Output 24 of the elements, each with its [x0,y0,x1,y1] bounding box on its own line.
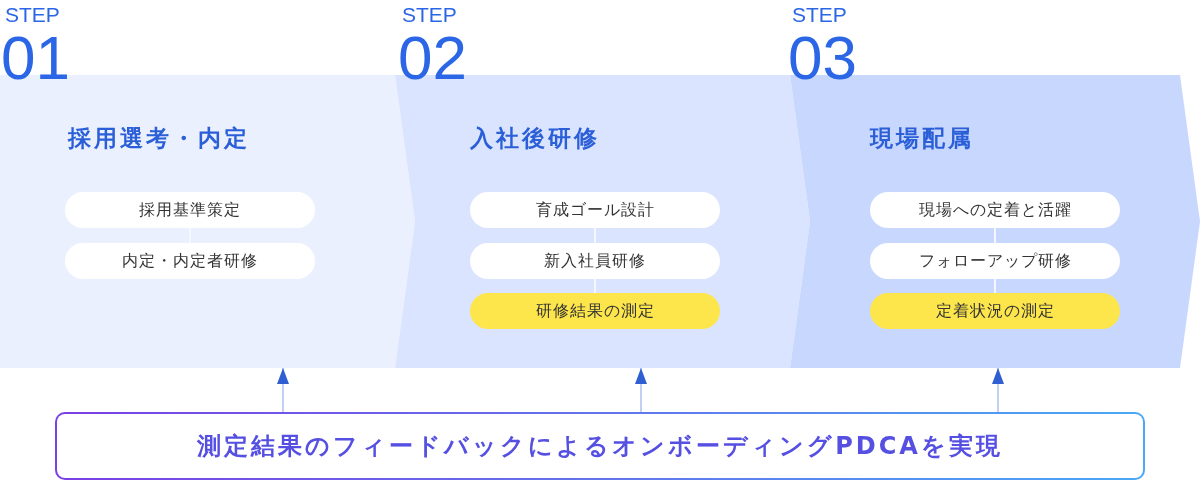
step-item-pill: 新入社員研修 [470,243,720,279]
step-label: STEP [5,4,60,25]
step-item-pill: 採用基準策定 [65,192,315,228]
step-number: 01 [1,27,70,89]
connector-line [994,227,996,244]
step-item-pill: 定着状況の測定 [870,293,1120,329]
step-number: 03 [788,27,857,89]
arrow [635,367,647,413]
step-item-pill: 内定・内定者研修 [65,243,315,279]
arrow [277,367,289,413]
step-heading: 採用選考・内定 [68,124,250,153]
arrow [992,367,1004,413]
step-number: 02 [398,27,467,89]
step-label: STEP [792,4,847,25]
step-item-pill: 育成ゴール設計 [470,192,720,228]
step-item-pill: フォローアップ研修 [870,243,1120,279]
step-label: STEP [402,4,457,25]
step-item-pill: 研修結果の測定 [470,293,720,329]
connector-line [994,278,996,294]
step-heading: 入社後研修 [470,124,600,153]
step-heading: 現場配属 [870,124,974,153]
feedback-banner [55,412,1145,480]
step-item-pill: 現場への定着と活躍 [870,192,1120,228]
banner-text: 測定結果のフィードバックによるオンボーディングPDCAを実現 [197,431,1003,462]
